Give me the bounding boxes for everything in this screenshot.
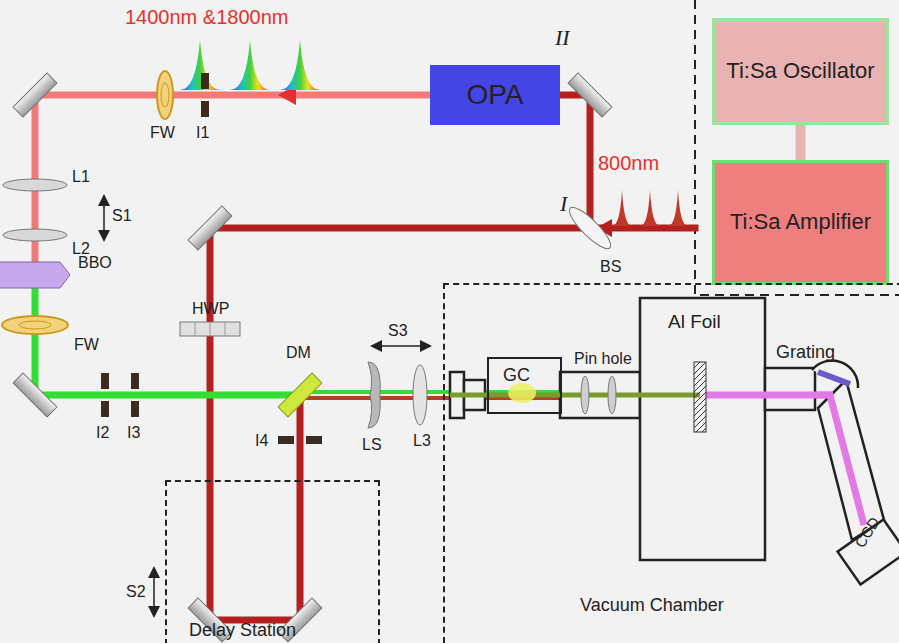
grating-surface <box>818 372 850 384</box>
gas-cell-box: GC <box>487 357 562 414</box>
mirror <box>13 73 612 642</box>
part-label: DM <box>286 344 311 362</box>
chamber-outline <box>640 298 765 560</box>
part-label: I4 <box>255 432 268 450</box>
spectrum-pulses <box>180 40 320 90</box>
iris <box>131 401 139 417</box>
filter-wheel <box>161 83 169 107</box>
part-label: Al Foil <box>668 312 721 333</box>
part-label: S1 <box>112 207 132 225</box>
mirror <box>188 206 232 250</box>
node-label: OPA <box>466 78 523 112</box>
filter-wheel <box>157 71 173 119</box>
part-label: HWP <box>192 300 229 318</box>
node-label: Delay Station <box>189 620 296 642</box>
node-label: Ti:Sa Oscillator <box>726 58 874 84</box>
half-wave-plate <box>195 322 225 336</box>
iris <box>278 436 294 444</box>
beam-800 <box>560 95 695 228</box>
beam-label: II <box>555 26 570 50</box>
iris <box>101 73 322 444</box>
vacuum-chamber-region: Vacuum Chamber GC <box>443 283 899 643</box>
part-label: L3 <box>413 432 431 450</box>
translation-arrow <box>103 200 105 236</box>
gas-cell-jet <box>508 383 536 403</box>
chamber-outline <box>812 361 858 388</box>
filter-wheel <box>19 321 51 329</box>
beam-800 <box>210 228 590 620</box>
al-foil <box>694 362 706 432</box>
iris <box>101 373 109 389</box>
translation-arrow <box>376 345 426 347</box>
pinhole <box>581 376 616 414</box>
half-wave-plate <box>180 322 240 336</box>
chamber-outline <box>450 298 899 584</box>
node-label: GC <box>503 365 530 387</box>
iris <box>201 101 209 117</box>
part-label: S2 <box>126 583 146 601</box>
pulses-800 <box>668 190 688 226</box>
spectrum-pulses <box>230 40 270 90</box>
beam-label: I <box>560 192 567 216</box>
chamber-outline <box>765 368 815 410</box>
laser-enclosure <box>695 0 899 295</box>
delay-station-region: Delay Station <box>165 480 380 643</box>
spectrum-pulses <box>180 40 220 90</box>
part-label: L1 <box>72 168 90 186</box>
chamber-outline <box>818 380 884 540</box>
filter-wheel <box>2 71 173 334</box>
pinhole <box>581 376 589 414</box>
translation-arrow <box>104 200 426 612</box>
part-label: S3 <box>388 322 408 340</box>
wavelength-label: 800nm <box>598 152 659 174</box>
pulses-800 <box>612 190 632 226</box>
lens <box>413 365 427 425</box>
wavelength-label: 1400nm &1800nm <box>125 6 288 28</box>
beam-ir <box>35 95 430 265</box>
node-label: Ti:Sa Amplifier <box>730 209 871 235</box>
chamber-beam <box>706 395 864 525</box>
iris <box>306 436 322 444</box>
oscillator-box: Ti:Sa Oscillator <box>712 18 889 125</box>
link-bar <box>800 125 801 160</box>
lens <box>3 229 67 241</box>
mirror <box>13 373 57 417</box>
pulses-800 <box>640 190 660 226</box>
iris <box>131 373 139 389</box>
part-label: Pin hole <box>574 350 632 368</box>
beam-ir <box>35 285 300 395</box>
part-label: BS <box>600 258 621 276</box>
lens <box>3 179 427 428</box>
part-label: I1 <box>196 124 209 142</box>
part-label: I2 <box>96 424 109 442</box>
pulses-800 <box>612 190 688 226</box>
dichroic-mirror <box>278 373 322 417</box>
iris <box>101 401 109 417</box>
pinhole <box>608 376 616 414</box>
bbo-crystal <box>0 262 70 288</box>
part-label: LS <box>362 436 382 454</box>
amplifier-box: Ti:Sa Amplifier <box>712 160 889 285</box>
part-label: FW <box>74 336 99 354</box>
half-wave-plate <box>180 322 240 336</box>
part-label: FW <box>150 124 175 142</box>
part-label: Grating <box>776 343 835 363</box>
spectrum-pulses <box>280 40 320 90</box>
link-bar <box>796 125 806 160</box>
iris <box>201 73 209 89</box>
node-label: Vacuum Chamber <box>580 595 724 617</box>
translation-arrow <box>153 572 155 612</box>
mirror <box>568 73 612 117</box>
filter-wheel <box>2 316 68 334</box>
part-label: BBO <box>78 254 112 272</box>
beam-800 <box>210 95 695 620</box>
opa-box: OPA <box>430 65 560 125</box>
part-label: I3 <box>127 424 140 442</box>
lens <box>3 179 67 191</box>
lens <box>368 362 380 428</box>
mirror <box>13 73 57 117</box>
beam-splitter <box>565 203 616 254</box>
chamber-beam <box>450 395 864 525</box>
